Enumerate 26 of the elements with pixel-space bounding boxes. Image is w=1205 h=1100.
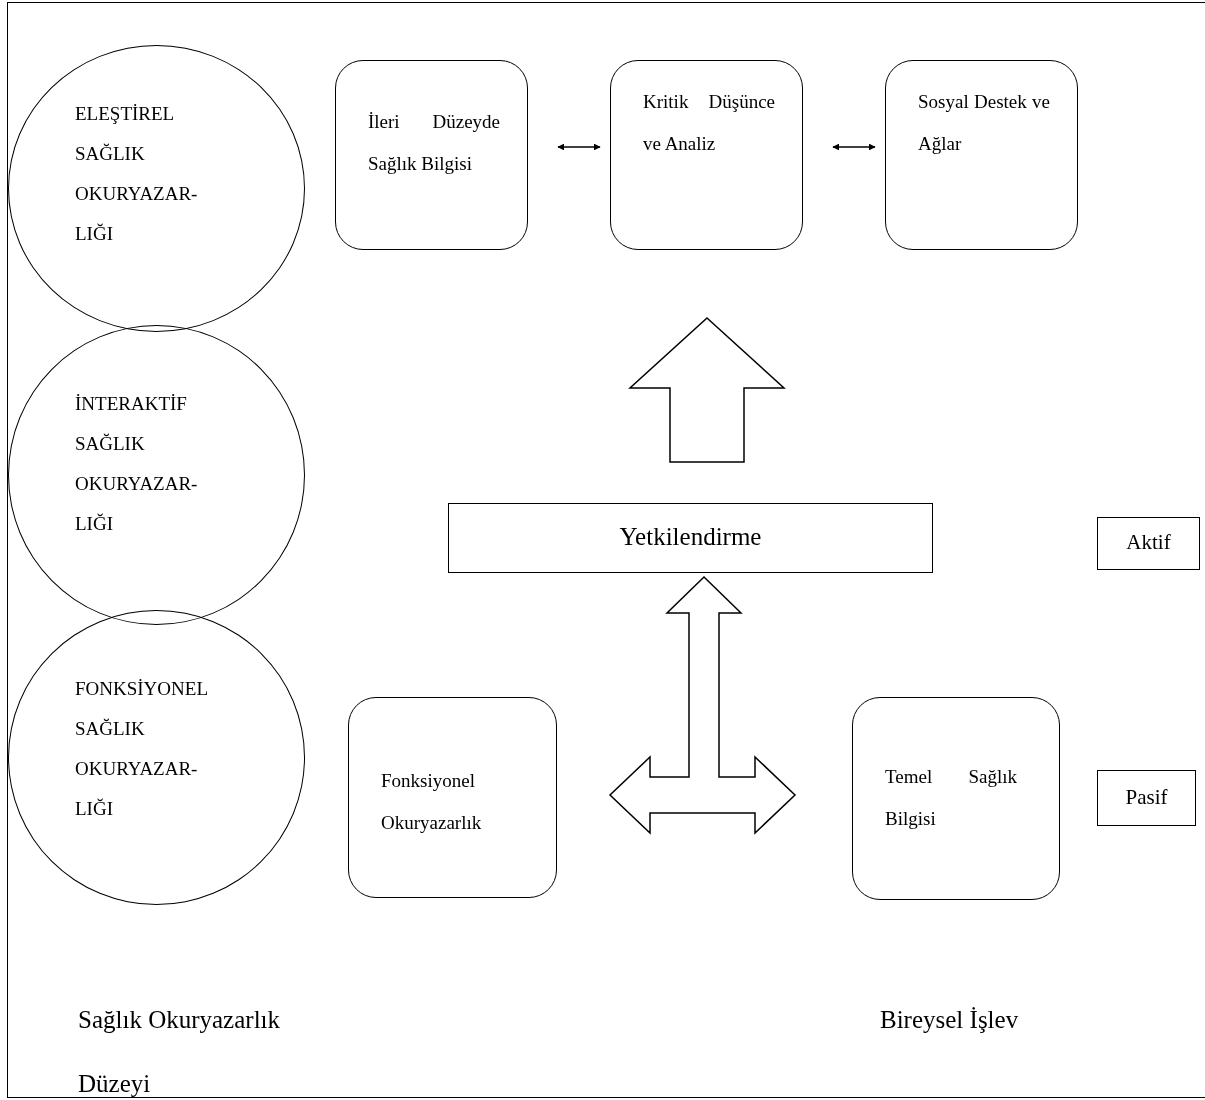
rounded-box xyxy=(348,697,557,898)
box-text: Yetkilendirme xyxy=(618,522,763,552)
axis-caption: Sağlık Okuryazarlık Düzeyi xyxy=(78,1005,282,1099)
box-text: Fonksiyonel Okuryazarlık xyxy=(381,769,483,835)
box-text: Temel Sağlık Bilgisi xyxy=(885,765,1017,831)
box-text: İleri Düzeyde Sağlık Bilgisi xyxy=(368,110,500,176)
block-arrow xyxy=(628,317,786,463)
box-text: Kritik Düşünce ve Analiz xyxy=(643,90,775,156)
rounded-box xyxy=(852,697,1060,900)
double-arrow xyxy=(832,143,876,151)
box-text: Sosyal Destek ve Ağlar xyxy=(918,90,1050,156)
label-box xyxy=(1097,517,1200,570)
rounded-box xyxy=(885,60,1078,250)
rounded-box xyxy=(610,60,803,250)
label-box xyxy=(1097,770,1196,826)
rounded-box xyxy=(335,60,528,250)
level-text: FONKSİYONEL SAĞLIK OKURYAZAR- LIĞI xyxy=(75,677,209,821)
level-text: İNTERAKTİF SAĞLIK OKURYAZAR- LIĞI xyxy=(75,392,199,536)
double-arrow xyxy=(557,143,601,151)
level-ellipse xyxy=(8,610,305,905)
box-text: Pasif xyxy=(1124,784,1169,811)
three-way-block-arrow xyxy=(608,575,797,835)
box-text: Aktif xyxy=(1125,529,1172,556)
axis-caption: Bireysel İşlev xyxy=(880,1005,1020,1035)
level-text: ELEŞTİREL SAĞLIK OKURYAZAR- LIĞI xyxy=(75,102,199,246)
label-box xyxy=(448,503,933,573)
